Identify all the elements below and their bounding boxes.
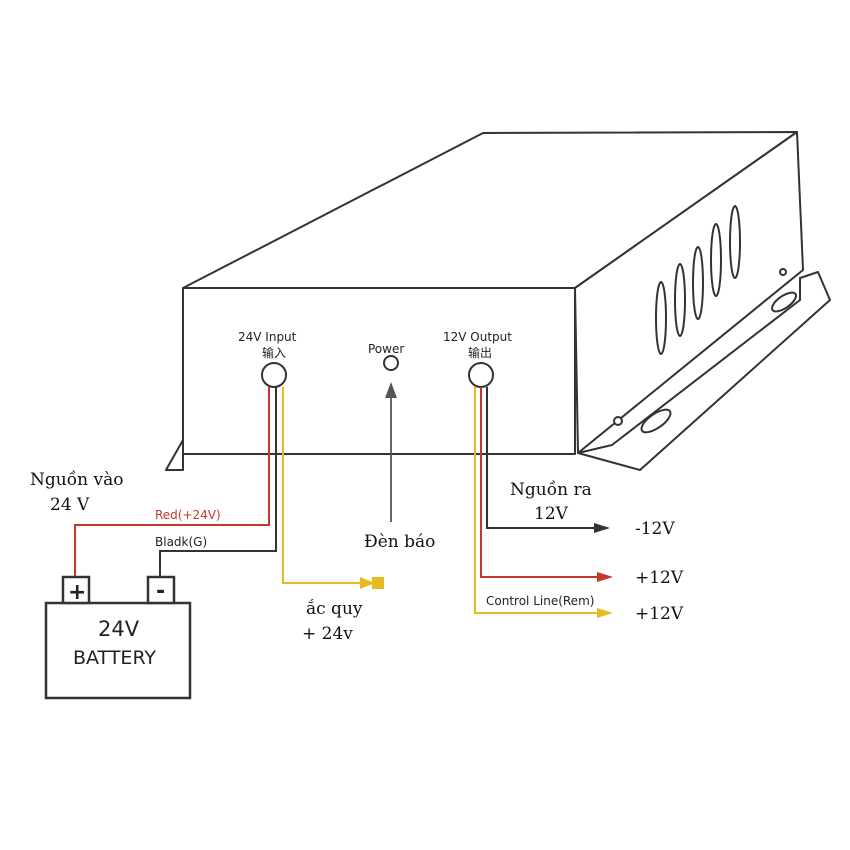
output-wiring (474, 387, 598, 614)
source-in-voltage: 24 V (50, 495, 90, 515)
battery-accessory-label: ắc quy (306, 599, 363, 619)
flange-hole (779, 268, 787, 276)
output-positive-label: +12V (635, 568, 684, 588)
battery-plus-sign: + (68, 580, 86, 605)
flange-slot (771, 291, 797, 313)
output-label: 12V Output (443, 330, 512, 344)
input-port (261, 362, 287, 388)
vent-slot (674, 263, 686, 337)
indicator-label: Đèn báo (364, 532, 435, 552)
output-black-arrow (594, 523, 610, 533)
converter-box (165, 131, 831, 471)
output-cn-label: 输出 (468, 345, 492, 360)
input-cn-label: 输入 (262, 345, 286, 360)
source-out-label: Nguồn ra (510, 480, 592, 500)
yellow-connector (372, 577, 384, 589)
battery-minus-terminal (146, 575, 176, 605)
output-port (468, 362, 494, 388)
output-negative-label: -12V (635, 519, 675, 539)
control-line-label: Control Line(Rem) (486, 594, 594, 608)
vent-slot (655, 281, 667, 355)
output-yellow-arrow (597, 608, 613, 618)
battery-accessory-voltage: + 24v (302, 624, 353, 644)
yellow-arrow-head (360, 577, 375, 589)
source-out-voltage: 12V (534, 504, 569, 524)
output-black-wire (486, 387, 595, 529)
vent-slot (692, 246, 704, 320)
battery (44, 575, 192, 700)
source-in-label: Nguồn vào (30, 470, 123, 490)
black-wire-label: Bladk(G) (155, 535, 207, 549)
output-control-label: +12V (635, 604, 684, 624)
battery-name: BATTERY (73, 647, 156, 669)
box-front-face (182, 287, 576, 455)
box-side-face (574, 131, 804, 454)
left-flange (165, 439, 184, 471)
yellow-wire (282, 387, 360, 584)
input-wiring (74, 387, 360, 584)
output-red-wire (480, 387, 598, 578)
indicator-arrow (385, 382, 397, 522)
power-label: Power (368, 342, 404, 356)
right-flange (577, 271, 831, 471)
battery-minus-sign: - (156, 579, 165, 604)
input-label: 24V Input (238, 330, 297, 344)
black-wire (159, 387, 277, 577)
output-yellow-wire (474, 387, 598, 614)
flange-slot (640, 408, 672, 434)
flange-hole (613, 416, 623, 426)
output-red-arrow (597, 572, 613, 582)
power-indicator-led (383, 355, 399, 371)
red-wire-label: Red(+24V) (155, 508, 221, 522)
vent-slot (729, 205, 741, 279)
battery-plus-terminal (61, 575, 91, 605)
battery-voltage: 24V (98, 617, 140, 641)
battery-body (44, 601, 192, 700)
red-wire (74, 387, 270, 577)
vent-slot (710, 223, 722, 297)
